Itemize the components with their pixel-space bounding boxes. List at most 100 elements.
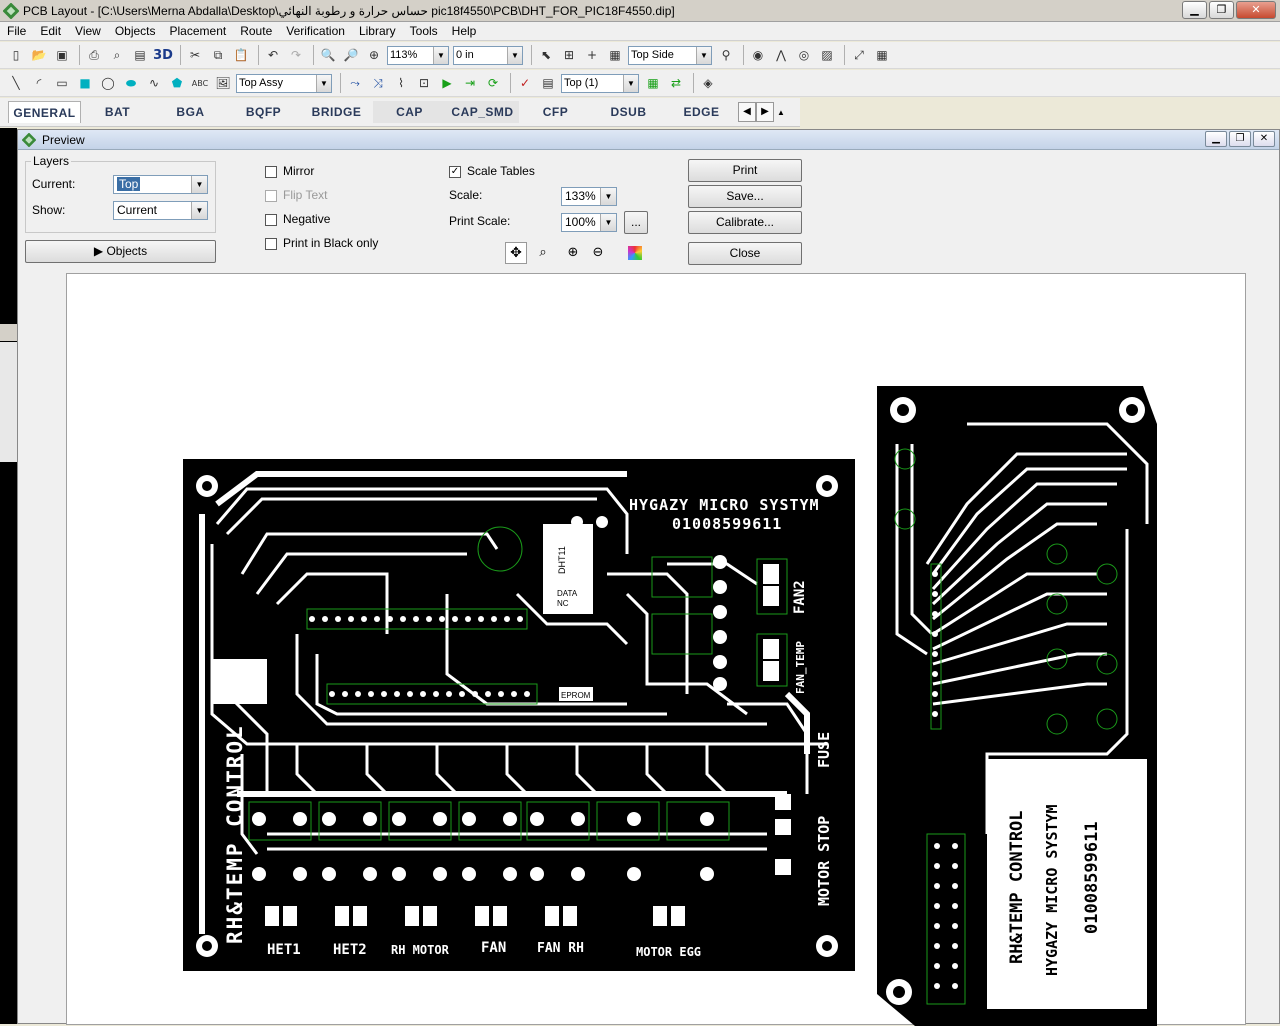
grid-icon[interactable]: ▦ (876, 48, 888, 62)
color-palette-icon[interactable] (628, 246, 642, 260)
run-icon[interactable]: ▶ (442, 76, 452, 90)
show-select[interactable]: Current ▼ (113, 201, 208, 220)
menu-route[interactable]: Route (240, 24, 273, 38)
picture-icon[interactable]: 🖼 (215, 76, 231, 90)
menu-verification[interactable]: Verification (286, 24, 345, 38)
text-icon[interactable]: ABC (191, 78, 209, 88)
scale-tables-checkbox[interactable]: ✓ (449, 166, 461, 178)
trace-icon[interactable]: ⤳ (350, 75, 360, 90)
print-scale-select[interactable]: 100% ▼ (561, 213, 617, 232)
open-icon[interactable]: 📂 (31, 48, 47, 62)
select-pointer-icon[interactable]: ⬉ (540, 48, 552, 62)
menu-placement[interactable]: Placement (169, 24, 227, 38)
print-black-checkbox[interactable] (265, 238, 277, 250)
negative-checkbox[interactable] (265, 214, 277, 226)
current-layer-select[interactable]: Top ▼ (113, 175, 208, 194)
filled-rectangle-icon[interactable]: ■ (79, 76, 91, 90)
zoom-combo[interactable]: 113%▼ (387, 45, 449, 65)
undo-icon[interactable]: ↶ (267, 48, 279, 62)
zoom-in-icon[interactable]: 🔍 (320, 48, 336, 62)
zoom-out-icon[interactable]: 🔎 (343, 48, 359, 62)
bus-icon[interactable]: ⌇ (398, 76, 404, 90)
layer-stack-icon[interactable]: ▦ (647, 76, 659, 90)
filled-ellipse-icon[interactable]: ⬬ (125, 75, 137, 90)
rectangle-icon[interactable]: ▭ (56, 76, 68, 90)
offset-combo[interactable]: 0 in▼ (453, 45, 523, 65)
objects-button[interactable]: ▶ Objects (25, 240, 216, 263)
paste-icon[interactable]: 📋 (233, 48, 249, 62)
maximize-button[interactable]: ❐ (1209, 1, 1234, 19)
menu-file[interactable]: File (7, 24, 27, 38)
scale-select[interactable]: 133% ▼ (561, 187, 617, 206)
tab-cfp[interactable]: CFP (542, 105, 569, 119)
zoom-in-icon[interactable]: ⊕ (567, 245, 579, 260)
new-icon[interactable]: ▯ (12, 48, 20, 62)
copy-icon[interactable]: ⧉ (213, 47, 223, 62)
save-icon[interactable]: ▣ (56, 48, 68, 62)
view-3d-button[interactable]: 3D (153, 47, 173, 63)
print-button[interactable]: Print (688, 159, 802, 182)
print-scale-browse-button[interactable]: ... (624, 211, 648, 234)
tab-general[interactable]: GENERAL (8, 101, 81, 123)
zoom-out-icon[interactable]: ⊖ (592, 245, 604, 260)
layer-icon[interactable]: ▦ (609, 48, 621, 62)
layer-combo[interactable]: Top (1)▼ (561, 73, 639, 93)
polygon-icon[interactable]: ⬟ (171, 76, 183, 90)
assy-combo[interactable]: Top Assy▼ (236, 73, 332, 93)
arc-icon[interactable]: ◜ (36, 76, 42, 90)
tab-bga[interactable]: BGA (176, 105, 205, 119)
preview-close-button[interactable]: ✕ (1253, 131, 1275, 147)
resize-icon[interactable]: ⤢ (854, 47, 864, 62)
polyline-icon[interactable]: ∿ (148, 76, 160, 90)
mirror-checkbox[interactable] (265, 166, 277, 178)
side-combo[interactable]: Top Side▼ (628, 45, 712, 65)
tab-dsub[interactable]: DSUB (610, 105, 647, 119)
tabs-next-icon[interactable]: ▶ (756, 102, 774, 122)
close-window-button[interactable]: ✕ (1236, 1, 1276, 19)
print-preview-icon[interactable]: ⌕ (113, 47, 121, 62)
menu-objects[interactable]: Objects (114, 24, 156, 38)
preview-minimize-button[interactable]: ▁ (1205, 131, 1227, 147)
menu-help[interactable]: Help (451, 24, 477, 38)
menu-edit[interactable]: Edit (40, 24, 62, 38)
tab-edge[interactable]: EDGE (683, 105, 720, 119)
crosshair-icon[interactable]: + (586, 48, 598, 62)
tab-cap[interactable]: CAP (373, 101, 446, 123)
pan-icon[interactable]: ✥ (505, 242, 527, 264)
menu-view[interactable]: View (75, 24, 101, 38)
report-check-icon[interactable]: ▤ (542, 76, 554, 90)
line-icon[interactable]: ╲ (12, 76, 20, 90)
tabs-menu-icon[interactable]: ▲ (777, 107, 785, 117)
tab-cap-smd[interactable]: CAP_SMD (446, 101, 519, 123)
calibrate-button[interactable]: Calibrate... (688, 211, 802, 234)
drc-check-icon[interactable]: ✓ (519, 76, 531, 90)
save-button[interactable]: Save... (688, 185, 802, 208)
tabs-prev-icon[interactable]: ◀ (738, 102, 756, 122)
report-icon[interactable]: ▤ (134, 48, 146, 62)
print-icon[interactable]: ⎙ (89, 47, 99, 62)
menu-tools[interactable]: Tools (409, 24, 438, 38)
layer-swap-icon[interactable]: ⇄ (670, 76, 682, 90)
drc-icon[interactable]: ◉ (752, 48, 764, 62)
tab-bat[interactable]: BAT (104, 105, 131, 119)
zoom-rect-icon[interactable]: ⌕ (539, 245, 547, 260)
menu-library[interactable]: Library (358, 24, 396, 38)
ellipse-icon[interactable]: ◯ (101, 76, 115, 90)
via-icon[interactable]: ◈ (703, 76, 713, 90)
component-icon[interactable]: ⊡ (418, 76, 430, 90)
refresh-icon[interactable]: ⟳ (487, 76, 499, 90)
preview-maximize-button[interactable]: ❐ (1229, 131, 1251, 147)
pad-icon[interactable]: ◎ (798, 48, 810, 62)
tab-bridge[interactable]: BRIDGE (311, 105, 362, 119)
tab-bqfp[interactable]: BQFP (245, 105, 282, 119)
redo-icon[interactable]: ↷ (290, 48, 302, 62)
route-icon[interactable]: ⋀ (776, 48, 786, 62)
minimize-button[interactable]: ▁ (1182, 1, 1207, 19)
export-icon[interactable]: ⇥ (464, 76, 476, 90)
zoom-fit-icon[interactable]: ⊕ (368, 48, 380, 62)
binoculars-icon[interactable]: ⚲ (721, 48, 731, 62)
route-multi-icon[interactable]: ⤨ (373, 75, 383, 90)
autoroute-icon[interactable]: ▨ (821, 48, 833, 62)
measure-icon[interactable]: ⊞ (563, 48, 575, 62)
close-button[interactable]: Close (688, 242, 802, 265)
